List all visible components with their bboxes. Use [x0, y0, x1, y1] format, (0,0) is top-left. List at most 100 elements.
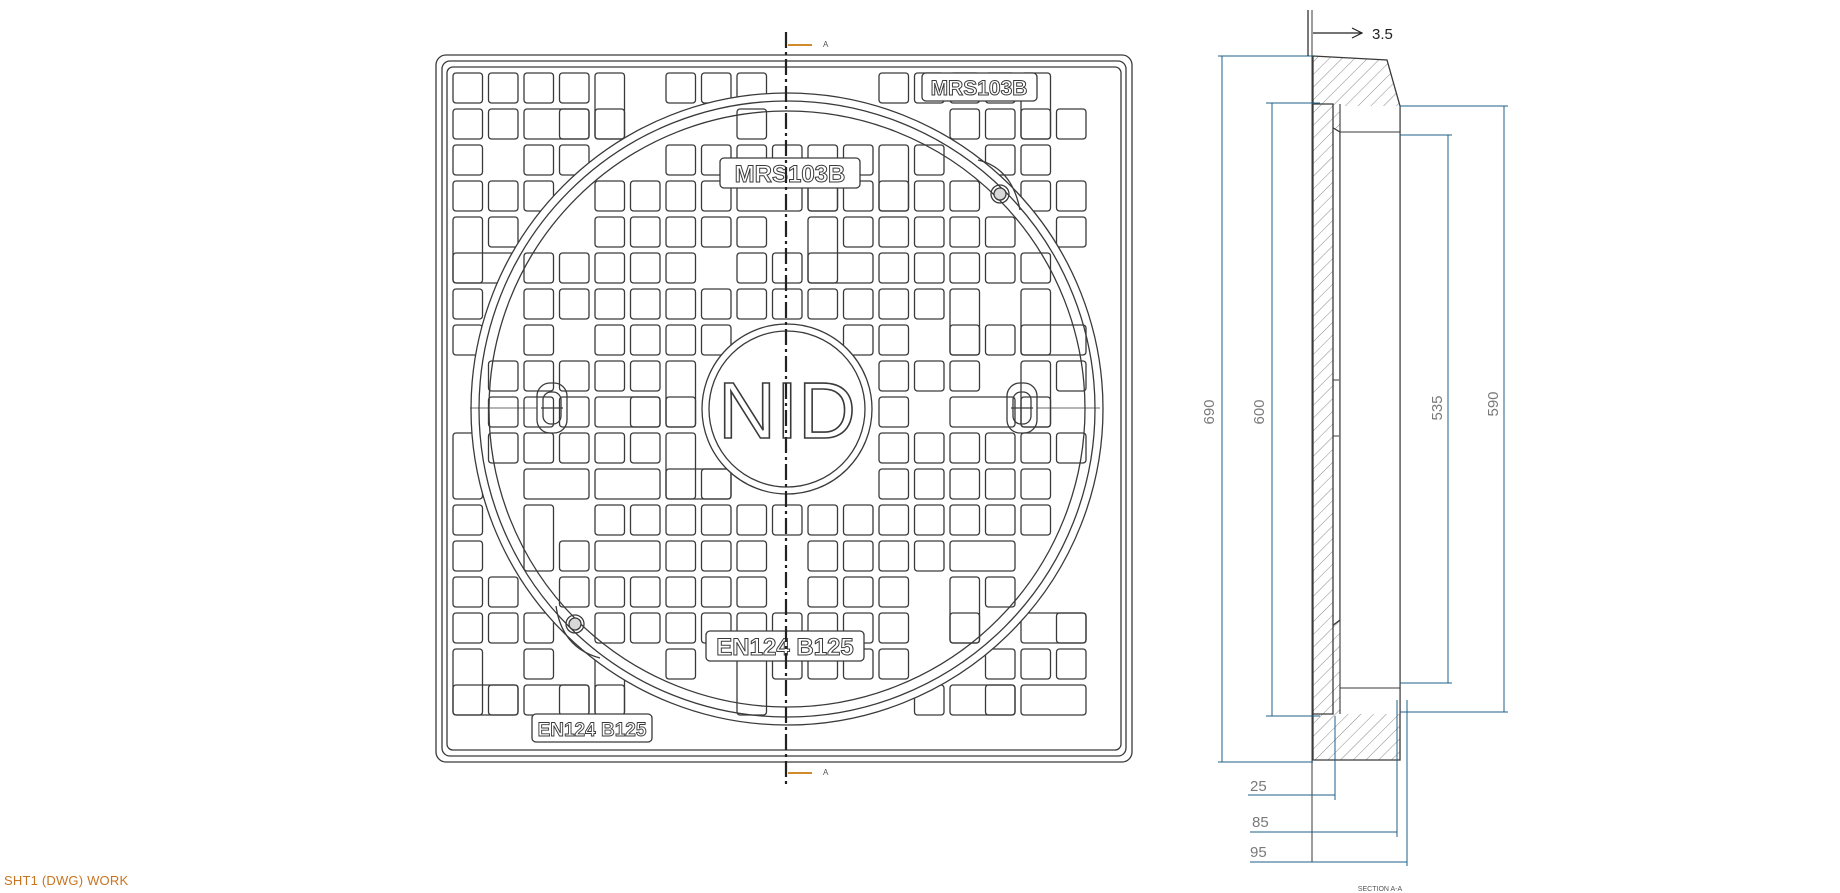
tread-cell-inner: [736, 576, 768, 608]
tread-cell-inner: [665, 648, 697, 680]
dim-590-label: 590: [1485, 391, 1502, 416]
section-caption: SECTION A-A: [1358, 886, 1403, 893]
tread-cell-inner: [949, 396, 1016, 428]
tread-cell: [523, 612, 555, 644]
lifting-hole-top-right: [990, 184, 1010, 204]
tread-cell: [523, 72, 555, 104]
tread-cell-inner: [629, 576, 661, 608]
tread-cell: [487, 180, 519, 212]
tread-cell: [558, 108, 590, 140]
tread-cell-inner: [629, 360, 661, 392]
tread-cell: [984, 108, 1016, 140]
tread-cell-inner: [878, 324, 910, 356]
sheet-tab[interactable]: SHT1 (DWG) WORK: [4, 873, 129, 888]
tread-cell: [949, 108, 981, 140]
tread-cell-inner: [878, 468, 910, 500]
tread-cell-inner: [665, 180, 697, 212]
tread-cell-inner: [594, 324, 626, 356]
tread-cell-inner: [523, 324, 555, 356]
tread-cell: [1055, 216, 1087, 248]
tread-cell-inner: [807, 540, 839, 572]
tread-cell-inner: [558, 252, 590, 284]
tread-cell-inner: [665, 504, 697, 536]
tread-cell-inner: [807, 576, 839, 608]
tread-cell: [594, 72, 626, 140]
tread-cell-inner: [913, 144, 945, 176]
tread-cell-inner: [771, 252, 803, 284]
tread-cell-inner: [629, 216, 661, 248]
tread-cell-inner: [984, 468, 1016, 500]
tread-cell-inner: [913, 504, 945, 536]
offset-arrow: [1307, 10, 1364, 56]
tread-cell-inner: [665, 612, 697, 644]
tread-cell-inner: [878, 540, 910, 572]
tread-cell-inner: [842, 216, 874, 248]
tread-cell: [452, 144, 484, 176]
tread-cell-inner: [878, 612, 910, 644]
tread-cell-inner: [842, 540, 874, 572]
tread-cell-inner: [913, 432, 945, 464]
tread-cell: [452, 648, 484, 716]
tread-cell-inner: [736, 540, 768, 572]
tread-cell: [1055, 108, 1087, 140]
tread-cell-inner: [878, 288, 910, 320]
tread-cell-inner: [665, 216, 697, 248]
tread-cell-inner: [949, 612, 981, 644]
tread-cell-inner: [594, 540, 661, 572]
tread-cell: [452, 72, 484, 104]
tread-cell: [452, 540, 484, 572]
tread-cell-inner: [878, 360, 910, 392]
marking-bottom-outer: EN124 B125: [538, 720, 647, 741]
section-view: 3.5 690 600 535 590 25 85 95 SECTION A-A: [1201, 10, 1508, 893]
tread-cell: [452, 180, 484, 212]
tread-cell: [1020, 684, 1087, 716]
tread-cell: [1020, 612, 1087, 644]
tread-cell: [1055, 612, 1087, 644]
lifting-hole-bottom-left-inner: [568, 617, 582, 631]
tread-cell-inner: [665, 576, 697, 608]
tread-cell-inner: [1055, 360, 1087, 392]
plan-view: NID MRS103B MRS103B EN124 B125 EN124 B12…: [435, 32, 1133, 785]
tread-cell: [1055, 648, 1087, 680]
tread-cell-inner: [1020, 324, 1087, 356]
keyhole-right: [1006, 382, 1100, 434]
tread-cell-inner: [629, 288, 661, 320]
tread-cell-inner: [629, 504, 661, 536]
tread-cell-inner: [487, 360, 519, 392]
tread-cell-inner: [878, 396, 910, 428]
locating-lug-top-right: [977, 159, 1021, 211]
tread-cell-inner: [594, 288, 626, 320]
tread-cell: [452, 612, 484, 644]
tread-cell-inner: [700, 288, 732, 320]
tread-cell-inner: [594, 504, 626, 536]
tread-cell-inner: [984, 324, 1016, 356]
tread-cell-inner: [949, 180, 981, 212]
tread-cell: [452, 216, 484, 284]
tread-cell: [1020, 648, 1052, 680]
dim-690-label: 690: [1201, 399, 1218, 424]
tread-cell-inner: [523, 468, 590, 500]
tread-cell: [594, 684, 626, 716]
tread-cell: [594, 108, 626, 140]
tread-cell-inner: [558, 288, 590, 320]
tread-cell-inner: [807, 252, 874, 284]
tread-cell-inner: [984, 576, 1016, 608]
dimension-lines: [1218, 55, 1508, 866]
tread-cell-inner: [1020, 432, 1052, 464]
grid-boundary: [446, 66, 1122, 751]
tread-cell-inner: [665, 288, 697, 320]
tread-cell: [523, 684, 590, 716]
tread-cell: [452, 108, 484, 140]
tread-cell-inner: [878, 648, 910, 680]
tread-cell: [1055, 180, 1087, 212]
inner-anti-slip-pattern: [487, 108, 1087, 716]
tread-cell-inner: [594, 180, 626, 212]
tread-cell-inner: [949, 252, 981, 284]
tread-cell-inner: [700, 576, 732, 608]
tread-cell-inner: [913, 180, 945, 212]
tread-cell: [984, 648, 1016, 680]
tread-cell-inner: [487, 432, 519, 464]
tread-cell-inner: [558, 432, 590, 464]
tread-cell-inner: [878, 504, 910, 536]
tread-cell: [487, 576, 519, 608]
